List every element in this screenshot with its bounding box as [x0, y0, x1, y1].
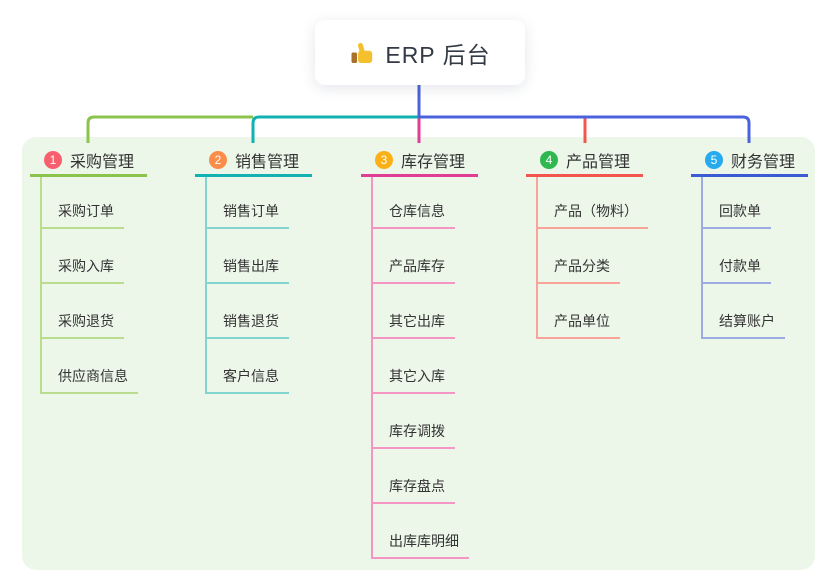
child-node[interactable]: 客户信息: [205, 366, 289, 394]
branch-title-sales[interactable]: 2 销售管理: [195, 145, 312, 177]
branch-children: 销售订单销售出库销售退货客户信息: [195, 177, 312, 394]
child-node[interactable]: 库存盘点: [371, 476, 455, 504]
branch-title-purchase[interactable]: 1 采购管理: [30, 145, 147, 177]
child-node[interactable]: 销售出库: [205, 256, 289, 284]
branch-label: 销售管理: [235, 153, 300, 171]
child-row: 产品库存: [361, 229, 478, 284]
branch-trunk-line: [371, 177, 373, 559]
branch-title-product[interactable]: 4 产品管理: [526, 145, 643, 177]
child-row: 产品单位: [526, 284, 643, 339]
child-row: 回款单: [691, 177, 808, 229]
branch-sales: 2 销售管理 销售订单销售出库销售退货客户信息: [195, 145, 312, 394]
child-row: 供应商信息: [30, 339, 147, 394]
child-node[interactable]: 采购退货: [40, 311, 124, 339]
child-node[interactable]: 产品库存: [371, 256, 455, 284]
child-node[interactable]: 产品（物料）: [536, 201, 648, 229]
child-node[interactable]: 产品分类: [536, 256, 620, 284]
child-row: 出库库明细: [361, 504, 478, 559]
connector-root-branch5: [417, 85, 751, 143]
branch-number-badge: 5: [705, 150, 723, 169]
branch-trunk-line: [701, 177, 703, 339]
branch-title-finance[interactable]: 5 财务管理: [691, 145, 808, 177]
branch-trunk-line: [536, 177, 538, 339]
child-node[interactable]: 库存调拨: [371, 421, 455, 449]
branch-trunk-line: [205, 177, 207, 394]
branch-finance: 5 财务管理 回款单付款单结算账户: [691, 145, 808, 339]
child-row: 仓库信息: [361, 177, 478, 229]
child-node[interactable]: 结算账户: [701, 311, 785, 339]
child-row: 销售出库: [195, 229, 312, 284]
child-row: 其它入库: [361, 339, 478, 394]
child-row: 付款单: [691, 229, 808, 284]
branch-number-badge: 1: [44, 150, 62, 169]
branch-trunk-line: [40, 177, 42, 394]
child-row: 产品（物料）: [526, 177, 648, 229]
child-node[interactable]: 销售订单: [205, 201, 289, 229]
child-node[interactable]: 仓库信息: [371, 201, 455, 229]
branch-label: 采购管理: [70, 153, 135, 171]
child-node[interactable]: 其它入库: [371, 366, 455, 394]
child-node[interactable]: 销售退货: [205, 311, 289, 339]
child-row: 销售退货: [195, 284, 312, 339]
child-row: 客户信息: [195, 339, 312, 394]
child-node[interactable]: 供应商信息: [40, 366, 138, 394]
child-row: 采购退货: [30, 284, 147, 339]
child-node[interactable]: 出库库明细: [371, 531, 469, 559]
branch-product: 4 产品管理 产品（物料） 产品分类产品单位: [526, 145, 648, 339]
child-row: 库存调拨: [361, 394, 478, 449]
branch-title-inventory[interactable]: 3 库存管理: [361, 145, 478, 177]
child-node[interactable]: 其它出库: [371, 311, 455, 339]
root-label: ERP 后台: [385, 41, 491, 68]
child-node[interactable]: 回款单: [701, 201, 771, 229]
branch-number-badge: 2: [209, 150, 227, 169]
child-node[interactable]: 产品单位: [536, 311, 620, 339]
branch-number-badge: 4: [540, 150, 558, 169]
branch-label: 产品管理: [566, 153, 631, 171]
branch-children: 回款单付款单结算账户: [691, 177, 808, 339]
branch-label: 库存管理: [401, 153, 466, 171]
branch-children: 采购订单采购入库采购退货供应商信息: [30, 177, 147, 394]
thumbs-up-icon: [351, 42, 373, 63]
child-row: 采购入库: [30, 229, 147, 284]
branch-children: 仓库信息产品库存其它出库其它入库库存调拨库存盘点出库库明细: [361, 177, 478, 559]
branch-children: 产品（物料） 产品分类产品单位: [526, 177, 648, 339]
child-row: 产品分类: [526, 229, 643, 284]
branch-purchase: 1 采购管理 采购订单采购入库采购退货供应商信息: [30, 145, 147, 394]
child-row: 库存盘点: [361, 449, 478, 504]
branches-panel: [22, 137, 815, 570]
root-node[interactable]: ERP 后台: [315, 20, 525, 85]
child-row: 结算账户: [691, 284, 808, 339]
branch-number-badge: 3: [375, 150, 393, 169]
child-node[interactable]: 采购订单: [40, 201, 124, 229]
branch-inventory: 3 库存管理 仓库信息产品库存其它出库其它入库库存调拨库存盘点出库库明细: [361, 145, 478, 559]
child-row: 销售订单: [195, 177, 312, 229]
child-row: 其它出库: [361, 284, 478, 339]
branch-label: 财务管理: [731, 153, 796, 171]
child-node[interactable]: 采购入库: [40, 256, 124, 284]
child-row: 采购订单: [30, 177, 147, 229]
child-node[interactable]: 付款单: [701, 256, 771, 284]
